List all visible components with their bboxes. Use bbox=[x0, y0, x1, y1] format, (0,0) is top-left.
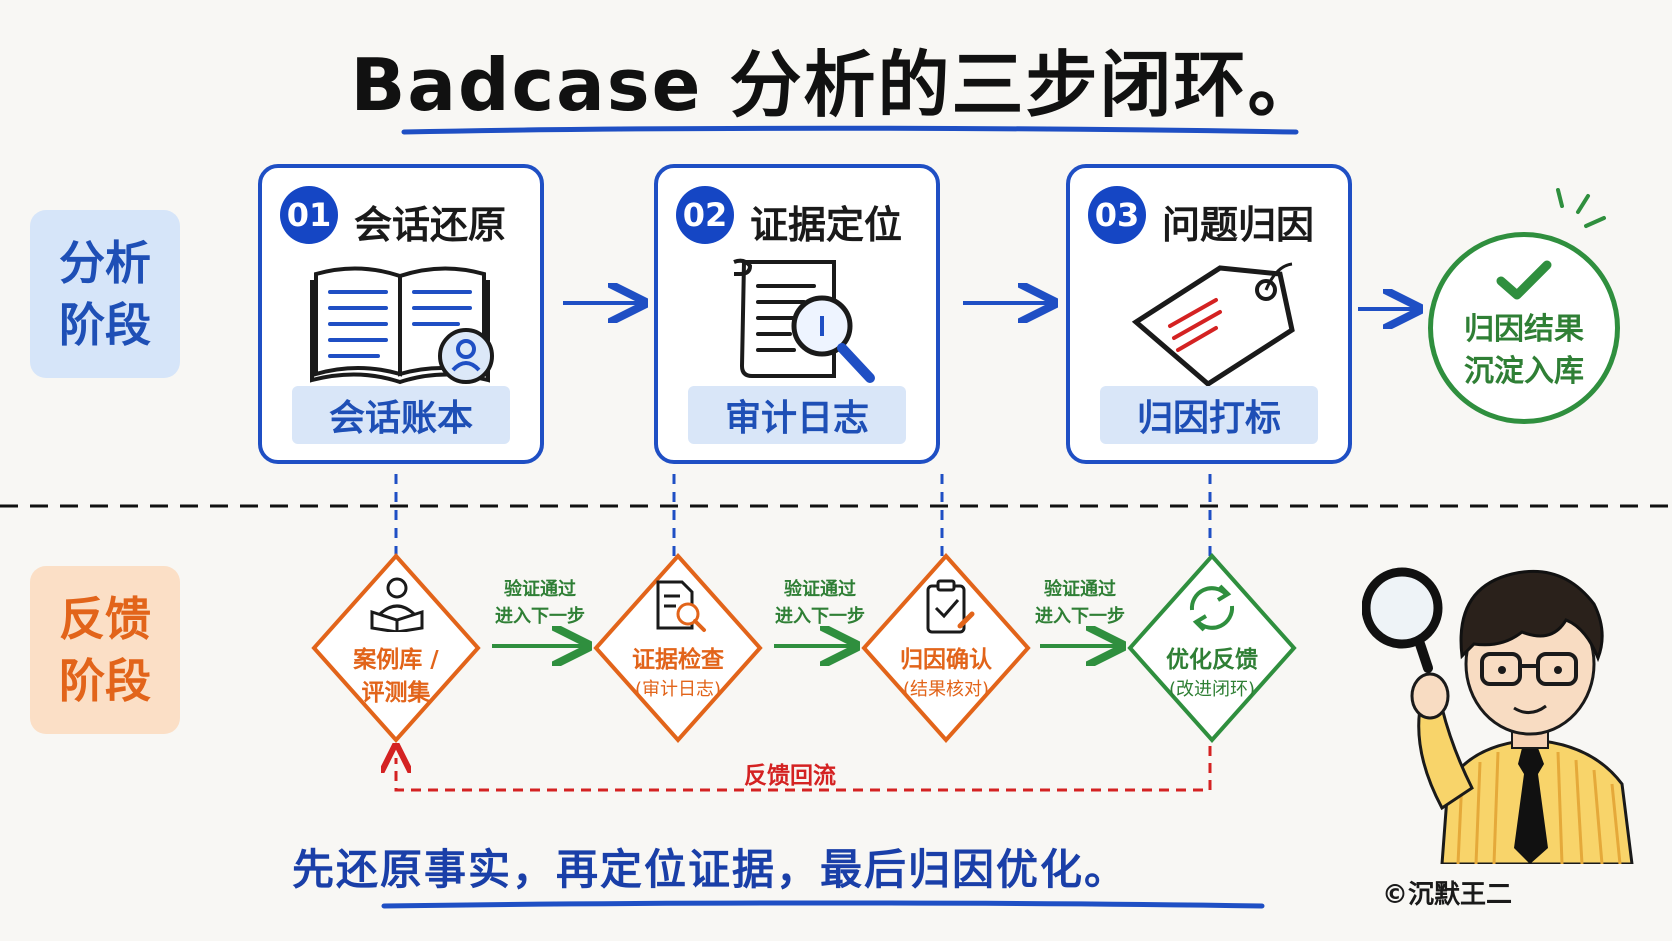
summary-text: 先还原事实，再定位证据，最后归因优化。 bbox=[291, 845, 1128, 894]
step-tag-2: 审计日志 bbox=[688, 386, 906, 444]
book-user-icon bbox=[310, 266, 494, 385]
node-3-sub: (结果核对) bbox=[902, 679, 990, 700]
node-2-sub: (审计日志) bbox=[634, 679, 722, 700]
sparkle-lines-icon bbox=[1556, 188, 1606, 228]
pass-label-3: 验证通过 进入下一步 bbox=[1020, 576, 1140, 630]
node-diamond-2 bbox=[593, 552, 763, 744]
title-underline bbox=[401, 125, 1299, 135]
character-illustration bbox=[1362, 567, 1634, 864]
phase-label-analysis: 分析阶段 bbox=[30, 210, 180, 378]
pass-label-2-line-2: 进入下一步 bbox=[775, 606, 865, 627]
pass-label-3-line-2: 进入下一步 bbox=[1035, 606, 1125, 627]
node-text-3: 归因确认 (结果核对) bbox=[856, 644, 1036, 703]
step-title-3: 问题归因 bbox=[1162, 203, 1315, 247]
document-search-icon bbox=[733, 258, 875, 383]
clipboard-check-icon bbox=[926, 579, 975, 634]
label-tag-icon bbox=[1131, 262, 1295, 386]
summary-underline bbox=[381, 900, 1265, 909]
step-title-1: 会话还原 bbox=[354, 203, 507, 247]
node-1-line-1: 案例库 / bbox=[353, 647, 439, 673]
tie bbox=[1514, 748, 1548, 864]
node-diamond-3 bbox=[861, 552, 1031, 744]
phase-analysis-line1: 分析 bbox=[59, 236, 151, 290]
node-diamond-4 bbox=[1127, 552, 1297, 744]
result-line-2: 沉淀入库 bbox=[1464, 354, 1584, 389]
step-card-2: 02 证据定位 审计日志 bbox=[654, 164, 940, 464]
node-4-sub: (改进闭环) bbox=[1168, 679, 1256, 700]
glasses bbox=[1480, 652, 1578, 686]
phase-feedback-line2: 阶段 bbox=[59, 654, 151, 708]
feedback-loop-label: 反馈回流 bbox=[744, 763, 836, 789]
pass-label-1: 验证通过 进入下一步 bbox=[480, 576, 600, 630]
phase-feedback-line1: 反馈 bbox=[59, 592, 151, 646]
pass-label-1-line-1: 验证通过 bbox=[504, 579, 576, 600]
feedback-loop-path bbox=[396, 746, 1212, 792]
node-1-line-2: 评测集 bbox=[361, 680, 431, 706]
refresh-cycle-icon bbox=[1189, 584, 1235, 632]
step-number-1: 01 bbox=[280, 186, 338, 244]
phase-label-feedback: 反馈阶段 bbox=[30, 566, 180, 734]
pass-label-2-line-1: 验证通过 bbox=[784, 579, 856, 600]
result-badge: 归因结果 沉淀入库 bbox=[1428, 232, 1620, 424]
hair bbox=[1459, 569, 1604, 663]
step-title-2: 证据定位 bbox=[750, 203, 903, 247]
step-number-3: 03 bbox=[1088, 186, 1146, 244]
step-card-3: 03 问题归因 归因打标 bbox=[1066, 164, 1352, 464]
step-card-1: 01 会话还原 会话账本 bbox=[258, 164, 544, 464]
step-number-2: 02 bbox=[676, 186, 734, 244]
pass-label-2: 验证通过 进入下一步 bbox=[760, 576, 880, 630]
reading-person-icon bbox=[370, 577, 424, 632]
node-text-1: 案例库 / 评测集 bbox=[306, 644, 486, 710]
result-line-1: 归因结果 bbox=[1464, 312, 1584, 347]
check-icon bbox=[1496, 260, 1552, 300]
phase-analysis-line2: 阶段 bbox=[59, 298, 151, 352]
magnifier-lens bbox=[1362, 567, 1443, 649]
node-diamond-1 bbox=[311, 552, 481, 744]
page-title: Badcase 分析的三步闭环。 bbox=[350, 43, 1322, 127]
node-text-4: 优化反馈 (改进闭环) bbox=[1122, 644, 1302, 703]
file-search-icon bbox=[656, 580, 706, 632]
pass-label-1-line-2: 进入下一步 bbox=[495, 606, 585, 627]
node-3-line-1: 归因确认 bbox=[900, 647, 992, 673]
node-text-2: 证据检查 (审计日志) bbox=[588, 644, 768, 703]
node-2-line-1: 证据检查 bbox=[632, 647, 724, 673]
step-tag-3: 归因打标 bbox=[1100, 386, 1318, 444]
pass-label-3-line-1: 验证通过 bbox=[1044, 579, 1116, 600]
result-text: 归因结果 沉淀入库 bbox=[1433, 309, 1615, 393]
node-4-line-1: 优化反馈 bbox=[1166, 647, 1258, 673]
copyright-text: ©沉默王二 bbox=[1382, 880, 1513, 910]
step-tag-1: 会话账本 bbox=[292, 386, 510, 444]
